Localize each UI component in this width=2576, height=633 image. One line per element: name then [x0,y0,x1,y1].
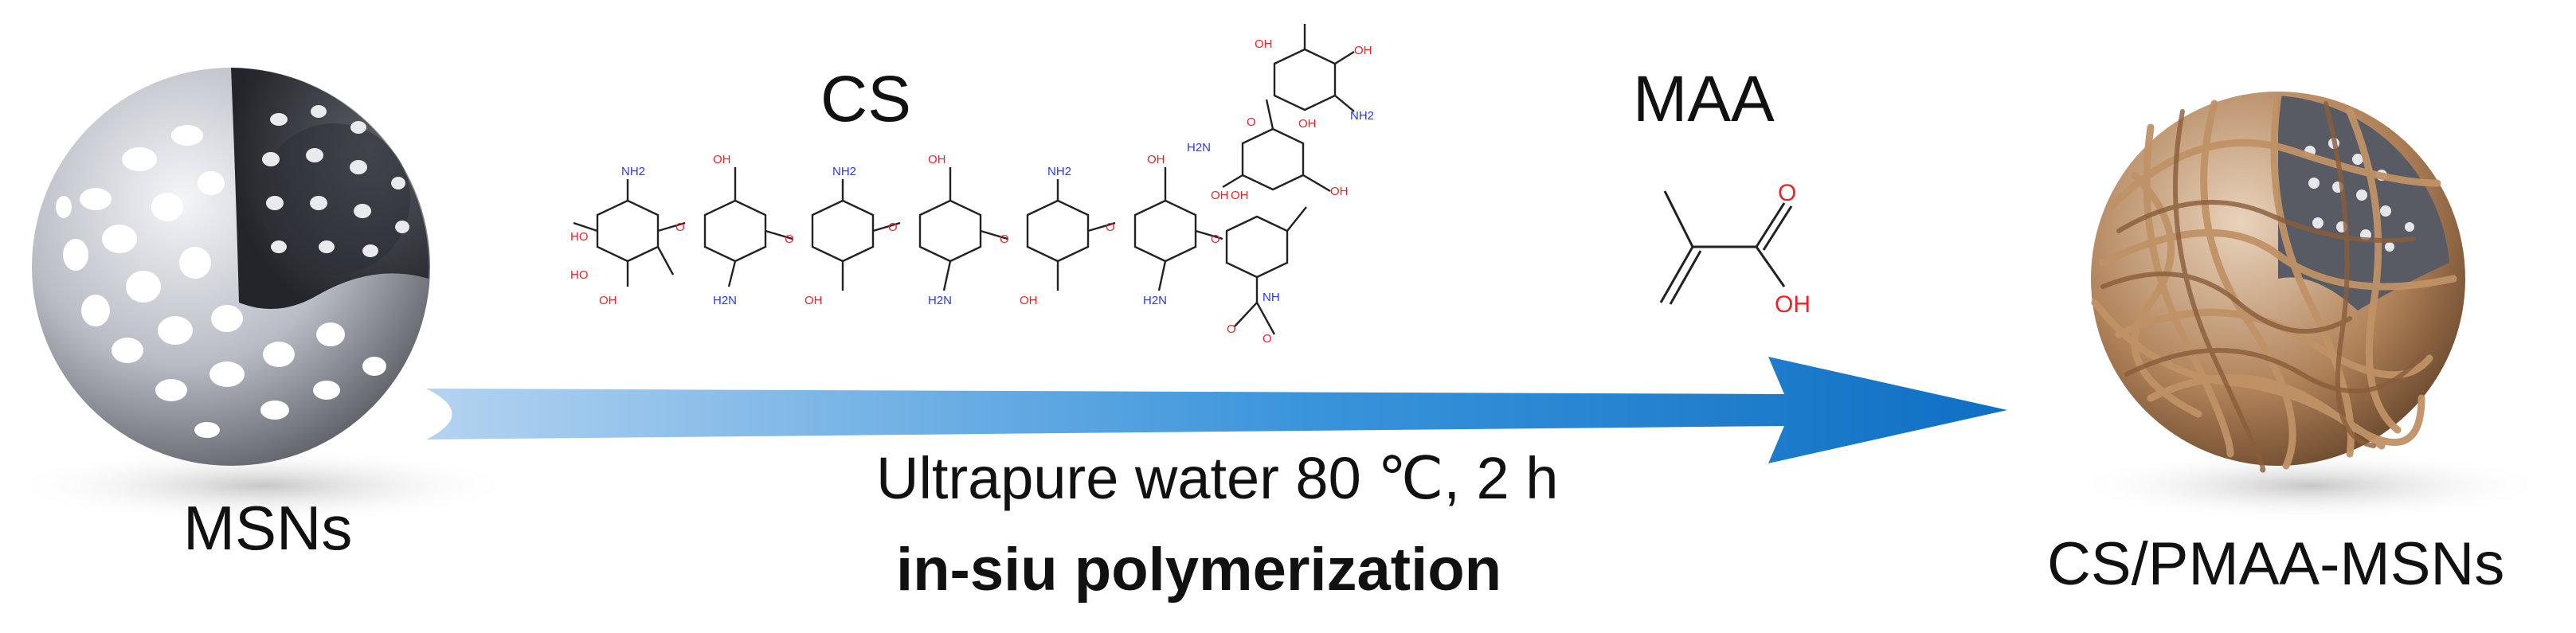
svg-text:H2N: H2N [713,294,737,307]
maa-hydroxyl: OH [1775,291,1811,318]
svg-text:O: O [1000,232,1009,246]
maa-oxygen: O [1778,180,1796,206]
maa-label: MAA [1633,62,1775,137]
svg-text:NH2: NH2 [1350,109,1374,123]
svg-text:OH: OH [1330,185,1349,198]
svg-text:OH: OH [1147,153,1165,166]
svg-text:H2N: H2N [1187,141,1211,154]
svg-text:NH2: NH2 [832,165,856,178]
svg-text:H2N: H2N [1143,294,1167,307]
svg-text:OH: OH [1231,189,1249,202]
svg-text:OH: OH [928,153,946,166]
svg-text:NH2: NH2 [1047,165,1071,178]
svg-text:O: O [1227,322,1236,336]
svg-text:O: O [785,232,794,246]
svg-text:HO: HO [570,230,589,244]
svg-text:NH2: NH2 [621,165,645,178]
svg-text:O: O [888,221,898,234]
svg-text:OH: OH [1255,37,1273,51]
svg-text:O: O [1263,332,1272,346]
svg-text:NH: NH [1263,291,1280,304]
chitosan-atom-labels: HO HO NH2 OH O OH H2N O NH2 OH O OH H2N … [570,37,1374,346]
product-label: CS/PMAA-MSNs [2047,529,2504,599]
chitosan-structure [574,24,1354,334]
svg-text:OH: OH [1354,44,1372,57]
msn-sphere-illustration [8,68,518,524]
polymerization-label: in-siu polymerization [896,535,1501,604]
reaction-conditions-label: Ultrapure water 80 ℃, 2 h [876,444,1558,513]
msns-label: MSNs [183,492,352,565]
svg-text:OH: OH [1298,117,1317,131]
methacrylic-acid-structure [1661,191,1791,304]
product-illustration [2071,92,2549,522]
svg-text:H2N: H2N [928,294,952,307]
svg-text:OH: OH [1020,294,1038,307]
svg-text:OH: OH [599,294,617,307]
svg-text:OH: OH [1211,189,1229,202]
chitosan-label: CS [820,62,911,137]
svg-text:OH: OH [805,294,823,307]
svg-text:O: O [1106,221,1115,234]
svg-text:O: O [675,221,685,234]
svg-text:OH: OH [713,153,731,166]
svg-text:HO: HO [570,268,589,282]
svg-text:O: O [1211,232,1220,246]
svg-text:O: O [1247,115,1256,129]
